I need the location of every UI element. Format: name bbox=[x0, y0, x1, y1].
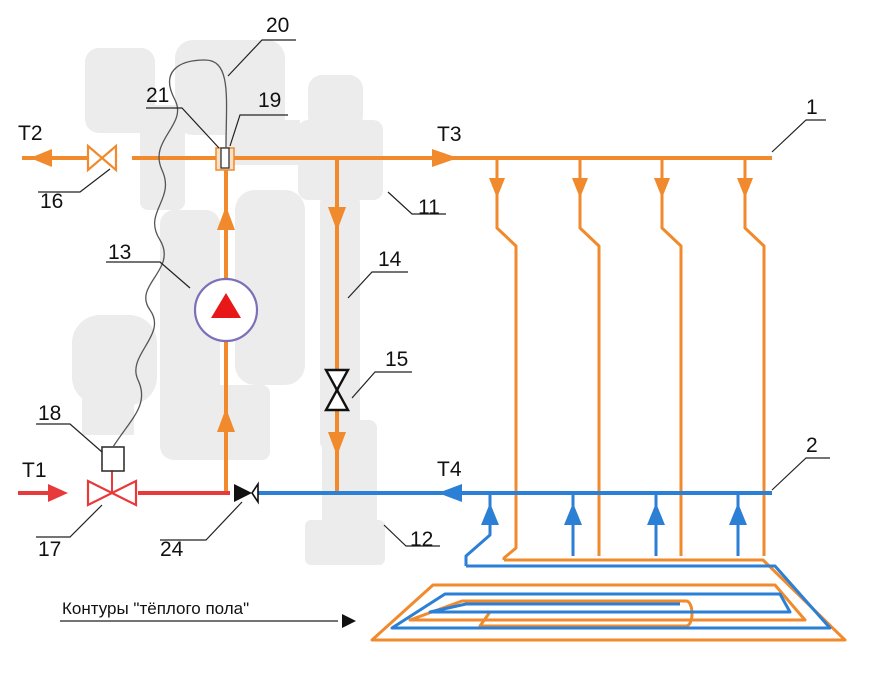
label-18: 18 bbox=[38, 402, 61, 425]
label-2: 2 bbox=[806, 434, 818, 457]
leader-lines bbox=[36, 39, 830, 622]
label-t1: T1 bbox=[22, 459, 47, 482]
arrow-up-icon bbox=[729, 503, 747, 525]
arrow-right-icon bbox=[48, 484, 68, 502]
floor-heating-loop bbox=[370, 558, 847, 642]
arrow-down-icon bbox=[328, 207, 346, 231]
arrow-right-icon bbox=[432, 149, 458, 167]
arrow-down-icon bbox=[654, 178, 670, 198]
sensor-19 bbox=[220, 147, 230, 169]
pump-13 bbox=[193, 277, 259, 343]
check-valve-24 bbox=[234, 481, 259, 505]
balancing-valve-15 bbox=[323, 368, 351, 412]
label-21: 21 bbox=[146, 84, 169, 107]
label-1: 1 bbox=[806, 96, 818, 119]
arrow-down-icon bbox=[489, 178, 505, 198]
label-19: 19 bbox=[258, 89, 281, 112]
return-line bbox=[258, 484, 772, 566]
arrow-down-icon bbox=[737, 178, 753, 198]
mixing-unit-silhouette bbox=[72, 40, 385, 565]
supply-manifold-drops bbox=[489, 158, 766, 560]
valve-16 bbox=[86, 143, 118, 173]
capillary-tube-20 bbox=[112, 59, 228, 448]
arrow-down-icon bbox=[328, 432, 346, 456]
label-15: 15 bbox=[385, 348, 408, 371]
label-t2: T2 bbox=[18, 122, 43, 145]
label-24: 24 bbox=[160, 538, 184, 561]
label-11: 11 bbox=[418, 196, 440, 219]
triangle-icon bbox=[211, 293, 241, 318]
label-t3: T3 bbox=[437, 123, 462, 146]
floor-loops-caption: Контуры "тёплого пола" bbox=[62, 599, 249, 618]
label-14: 14 bbox=[378, 248, 402, 271]
label-17: 17 bbox=[38, 538, 61, 561]
arrow-left-icon bbox=[30, 149, 52, 167]
arrow-up-icon bbox=[481, 503, 499, 525]
arrow-down-icon bbox=[572, 178, 588, 198]
label-13: 13 bbox=[108, 241, 131, 264]
arrow-up-icon bbox=[217, 206, 235, 230]
inlet-line bbox=[18, 484, 230, 502]
actuator-18 bbox=[101, 446, 125, 472]
mixing-valve-17 bbox=[86, 471, 138, 507]
label-t4: T4 bbox=[437, 458, 462, 481]
label-16: 16 bbox=[40, 190, 63, 213]
arrow-right-icon bbox=[342, 614, 356, 628]
arrow-up-icon bbox=[647, 503, 665, 525]
arrow-left-icon bbox=[438, 484, 462, 502]
arrow-up-icon bbox=[564, 503, 582, 525]
label-12: 12 bbox=[410, 528, 433, 551]
label-20: 20 bbox=[266, 14, 289, 37]
arrow-up-icon bbox=[217, 408, 235, 432]
